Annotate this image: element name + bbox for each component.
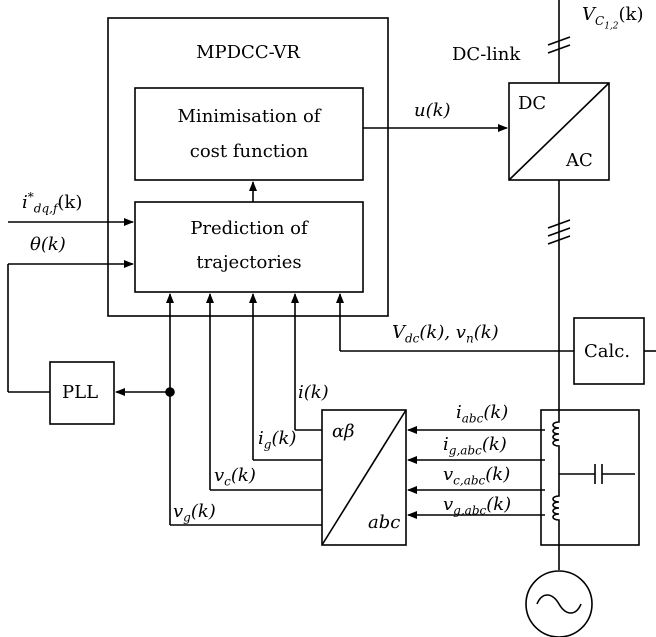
- ig-signal-label: ig(k): [258, 428, 297, 452]
- prediction-label-line2: trajectories: [196, 252, 302, 273]
- minimisation-label-line1: Minimisation of: [177, 106, 321, 127]
- mpdcc-vr-title: MPDCC-VR: [196, 42, 300, 63]
- ac-label: AC: [566, 150, 593, 171]
- clarke-transform-block: [321, 409, 407, 546]
- calc-label: Calc.: [584, 341, 631, 362]
- igabc-signal-label: ig,abc(k): [443, 434, 507, 458]
- vcabc-signal-label: vc,abc(k): [443, 464, 511, 488]
- idq-reference-label: i*dq,f(k): [22, 190, 83, 216]
- prediction-block: [134, 201, 364, 293]
- minimisation-label-line2: cost function: [189, 141, 309, 162]
- abc-label: abc: [368, 512, 401, 533]
- minimisation-block: [134, 87, 364, 181]
- lcl-filter-block: [540, 409, 640, 546]
- vgabc-signal-label: vg,abc(k): [443, 494, 512, 518]
- grid-source-icon: [525, 570, 593, 637]
- alpha-beta-label: αβ: [332, 421, 355, 442]
- vdc-vn-signal-label: Vdc(k), vn(k): [392, 322, 499, 346]
- dc-link-label: DC-link: [452, 44, 521, 65]
- pll-block: [49, 361, 115, 425]
- i-signal-label: i(k): [298, 382, 329, 403]
- dc-label: DC: [518, 93, 547, 114]
- pll-label: PLL: [62, 382, 99, 403]
- vg-signal-label: vg(k): [173, 501, 216, 525]
- iabc-signal-label: iabc(k): [456, 402, 509, 426]
- theta-signal-label: θ(k): [30, 234, 66, 255]
- vc-signal-label: vc(k): [214, 465, 256, 489]
- vc12-signal-label: VC1,2(k): [582, 4, 644, 31]
- prediction-label-line1: Prediction of: [190, 218, 308, 239]
- mpdcc-vr-block: [107, 17, 389, 317]
- u-signal-label: u(k): [414, 100, 451, 121]
